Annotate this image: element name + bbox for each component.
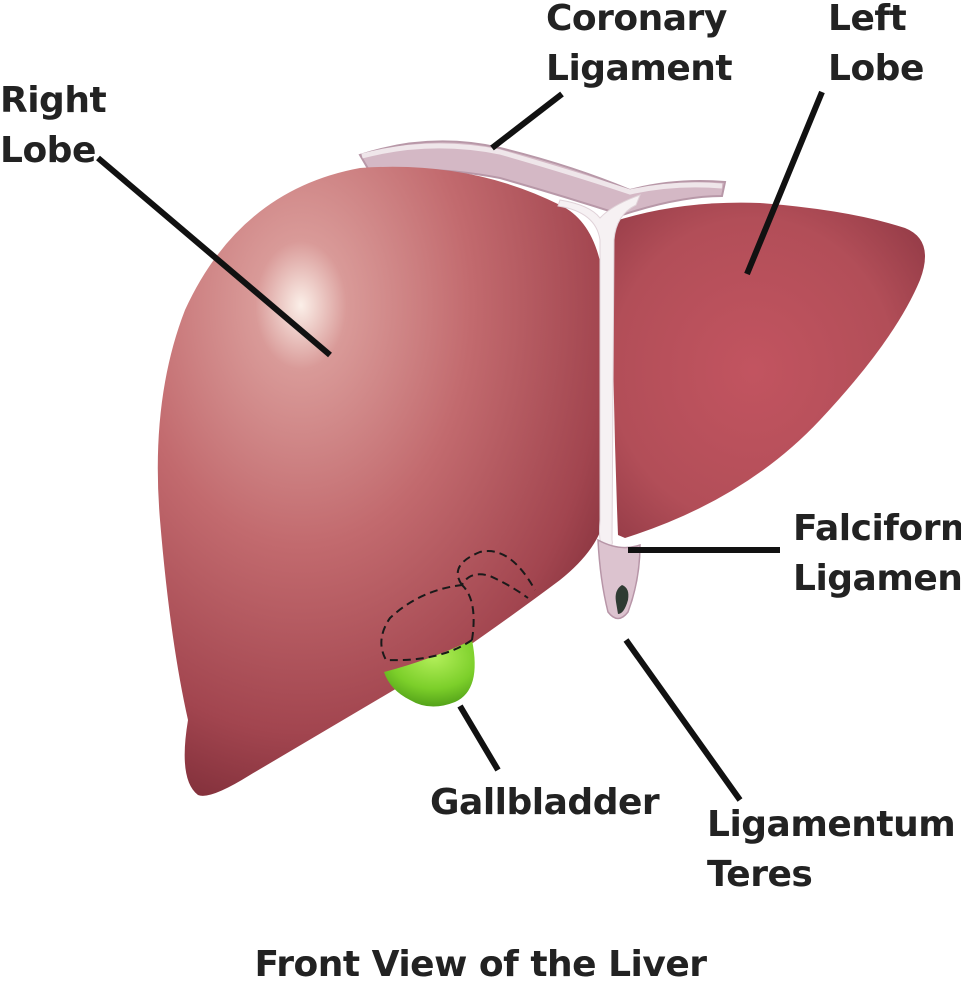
coronary-ligament (358, 140, 727, 217)
label-falciform-ligament: Falciform Ligament (793, 504, 961, 604)
leader-line-coronary (490, 91, 564, 151)
label-gallbladder-text: Gallbladder (430, 782, 660, 823)
label-right-lobe-line2: Lobe (0, 130, 96, 171)
label-teres-line2: Teres (707, 854, 813, 895)
falciform-ligament (557, 194, 641, 549)
leader-line-teres (623, 638, 743, 802)
label-right-lobe-line1: Right (0, 80, 107, 121)
label-left-lobe: Left Lobe (828, 0, 924, 94)
label-right-lobe: Right Lobe (0, 76, 107, 176)
label-coronary-line2: Ligament (546, 48, 733, 89)
label-left-lobe-line2: Lobe (828, 48, 924, 89)
leader-line-left-lobe (744, 90, 825, 276)
label-falciform-line2: Ligament (793, 558, 961, 599)
label-gallbladder: Gallbladder (430, 778, 660, 828)
leader-line-right-lobe (96, 155, 332, 358)
label-ligamentum-teres: Ligamentum Teres (707, 800, 956, 900)
label-left-lobe-line1: Left (828, 0, 907, 39)
left-lobe (612, 202, 925, 538)
right-lobe (157, 166, 605, 796)
label-teres-line1: Ligamentum (707, 804, 956, 845)
gallbladder-shape (384, 640, 475, 707)
diagram-caption: Front View of the Liver (254, 944, 707, 985)
gallbladder-hidden-outline (380, 550, 536, 662)
label-coronary-line1: Coronary (546, 0, 727, 39)
coronary-ligament-edge (361, 143, 723, 195)
leader-line-gallbladder (457, 704, 501, 772)
label-coronary-ligament: Coronary Ligament (546, 0, 733, 94)
label-falciform-line1: Falciform (793, 508, 961, 549)
ligamentum-teres (615, 585, 629, 614)
